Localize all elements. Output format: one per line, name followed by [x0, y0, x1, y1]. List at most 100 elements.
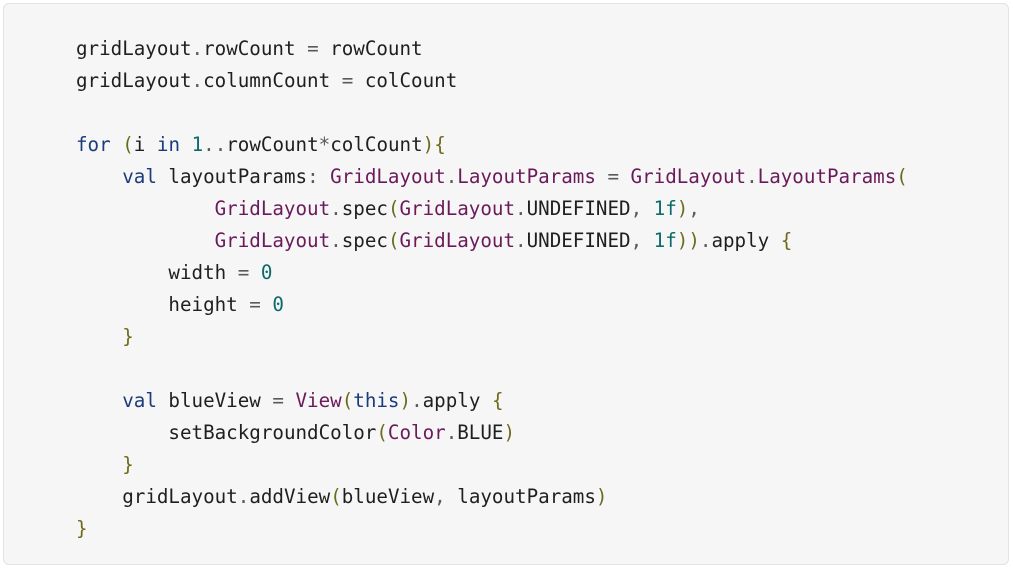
- code-token: .: [411, 389, 423, 412]
- code-token: (: [387, 197, 400, 220]
- code-token: spec: [341, 229, 388, 252]
- code-token: width: [168, 261, 227, 284]
- code-line: width = 0: [76, 257, 908, 289]
- code-token: ): [503, 421, 516, 444]
- code-token: rowCount: [226, 133, 319, 156]
- code-token: in: [156, 133, 181, 156]
- code-token: ): [399, 389, 412, 412]
- code-token: rowCount: [330, 37, 423, 60]
- code-token: GridLayout: [399, 229, 516, 252]
- code-token: columnCount: [203, 69, 331, 92]
- code-token: .: [445, 421, 458, 444]
- code-line: GridLayout.spec(GridLayout.UNDEFINED, 1f…: [76, 193, 908, 225]
- code-indent: [76, 325, 122, 348]
- code-token: .: [191, 69, 204, 92]
- code-indent: [76, 165, 122, 188]
- code-indent: [76, 453, 122, 476]
- code-line: GridLayout.spec(GridLayout.UNDEFINED, 1f…: [76, 225, 908, 257]
- code-token: blueView: [341, 485, 435, 508]
- code-token: LayoutParams: [757, 165, 897, 188]
- code-token: =: [595, 165, 631, 188]
- code-token: val: [122, 165, 157, 188]
- code-token: ,: [688, 197, 700, 220]
- code-token: (: [896, 165, 908, 188]
- code-token: layoutParams: [156, 165, 308, 188]
- code-line: }: [76, 513, 908, 545]
- code-line: gridLayout.rowCount = rowCount: [76, 33, 908, 65]
- code-token: (: [330, 485, 342, 508]
- code-token: LayoutParams: [457, 165, 596, 188]
- code-line: [76, 353, 908, 385]
- code-token: =: [295, 37, 331, 60]
- code-token: }: [122, 453, 134, 476]
- code-line: val layoutParams: GridLayout.LayoutParam…: [76, 161, 908, 193]
- code-token: colCount: [364, 69, 458, 92]
- code-token: val: [122, 389, 157, 412]
- code-token: BLUE: [457, 421, 504, 444]
- code-indent: [76, 293, 168, 316]
- code-indent: [76, 229, 215, 252]
- code-token: Color: [387, 421, 446, 444]
- code-token: .: [237, 485, 250, 508]
- code-token: )): [676, 229, 700, 252]
- code-token: }: [76, 517, 88, 540]
- code-token: }: [122, 325, 134, 348]
- code-token: .: [330, 229, 342, 252]
- code-token: {: [780, 229, 793, 252]
- code-token: blueView: [156, 389, 261, 412]
- code-token: =: [237, 293, 273, 316]
- code-token: {: [434, 133, 446, 156]
- code-token: ,: [434, 485, 458, 508]
- code-token: gridLayout: [76, 37, 192, 60]
- code-token: [769, 229, 781, 252]
- code-token: layoutParams: [457, 485, 596, 508]
- code-line: [76, 97, 908, 129]
- code-token: gridLayout: [76, 69, 192, 92]
- code-token: spec: [341, 197, 388, 220]
- code-line: }: [76, 449, 908, 481]
- code-token: 0: [272, 293, 284, 316]
- code-token: rowCount: [203, 37, 296, 60]
- code-token: ..: [203, 133, 227, 156]
- code-token: ): [422, 133, 435, 156]
- code-token: i: [133, 133, 146, 156]
- code-line: for (i in 1..rowCount*colCount){: [76, 129, 908, 161]
- code-token: gridLayout: [122, 485, 238, 508]
- code-token: *: [318, 133, 331, 156]
- code-token: 1f: [653, 229, 677, 252]
- code-token: 0: [260, 261, 273, 284]
- code-token: (: [376, 421, 388, 444]
- code-token: GridLayout: [214, 197, 331, 220]
- code-indent: [76, 485, 122, 508]
- code-token: ,: [630, 197, 654, 220]
- code-token: .: [445, 165, 458, 188]
- code-token: for: [76, 133, 111, 156]
- code-token: (: [387, 229, 400, 252]
- code-line: }: [76, 321, 908, 353]
- code-token: .: [515, 197, 527, 220]
- code-token: (: [341, 389, 354, 412]
- code-token: =: [330, 69, 365, 92]
- code-token: this: [353, 389, 400, 412]
- code-token: ,: [630, 229, 654, 252]
- code-token: ): [595, 485, 608, 508]
- code-line: gridLayout.addView(blueView, layoutParam…: [76, 481, 908, 513]
- code-token: GridLayout: [399, 197, 516, 220]
- code-token: .: [191, 37, 204, 60]
- code-line: height = 0: [76, 289, 908, 321]
- code-indent: [76, 389, 122, 412]
- code-token: :: [307, 165, 331, 188]
- code-token: GridLayout: [630, 165, 747, 188]
- code-token: setBackgroundColor: [168, 421, 377, 444]
- code-token: 1f: [653, 197, 677, 220]
- code-line: val blueView = View(this).apply {: [76, 385, 908, 417]
- code-token: apply: [422, 389, 481, 412]
- code-token: UNDEFINED: [526, 229, 631, 252]
- code-indent: [76, 197, 215, 220]
- code-token: .: [746, 165, 758, 188]
- code-token: 1: [191, 133, 204, 156]
- code-token: ): [676, 197, 689, 220]
- code-line: gridLayout.columnCount = colCount: [76, 65, 908, 97]
